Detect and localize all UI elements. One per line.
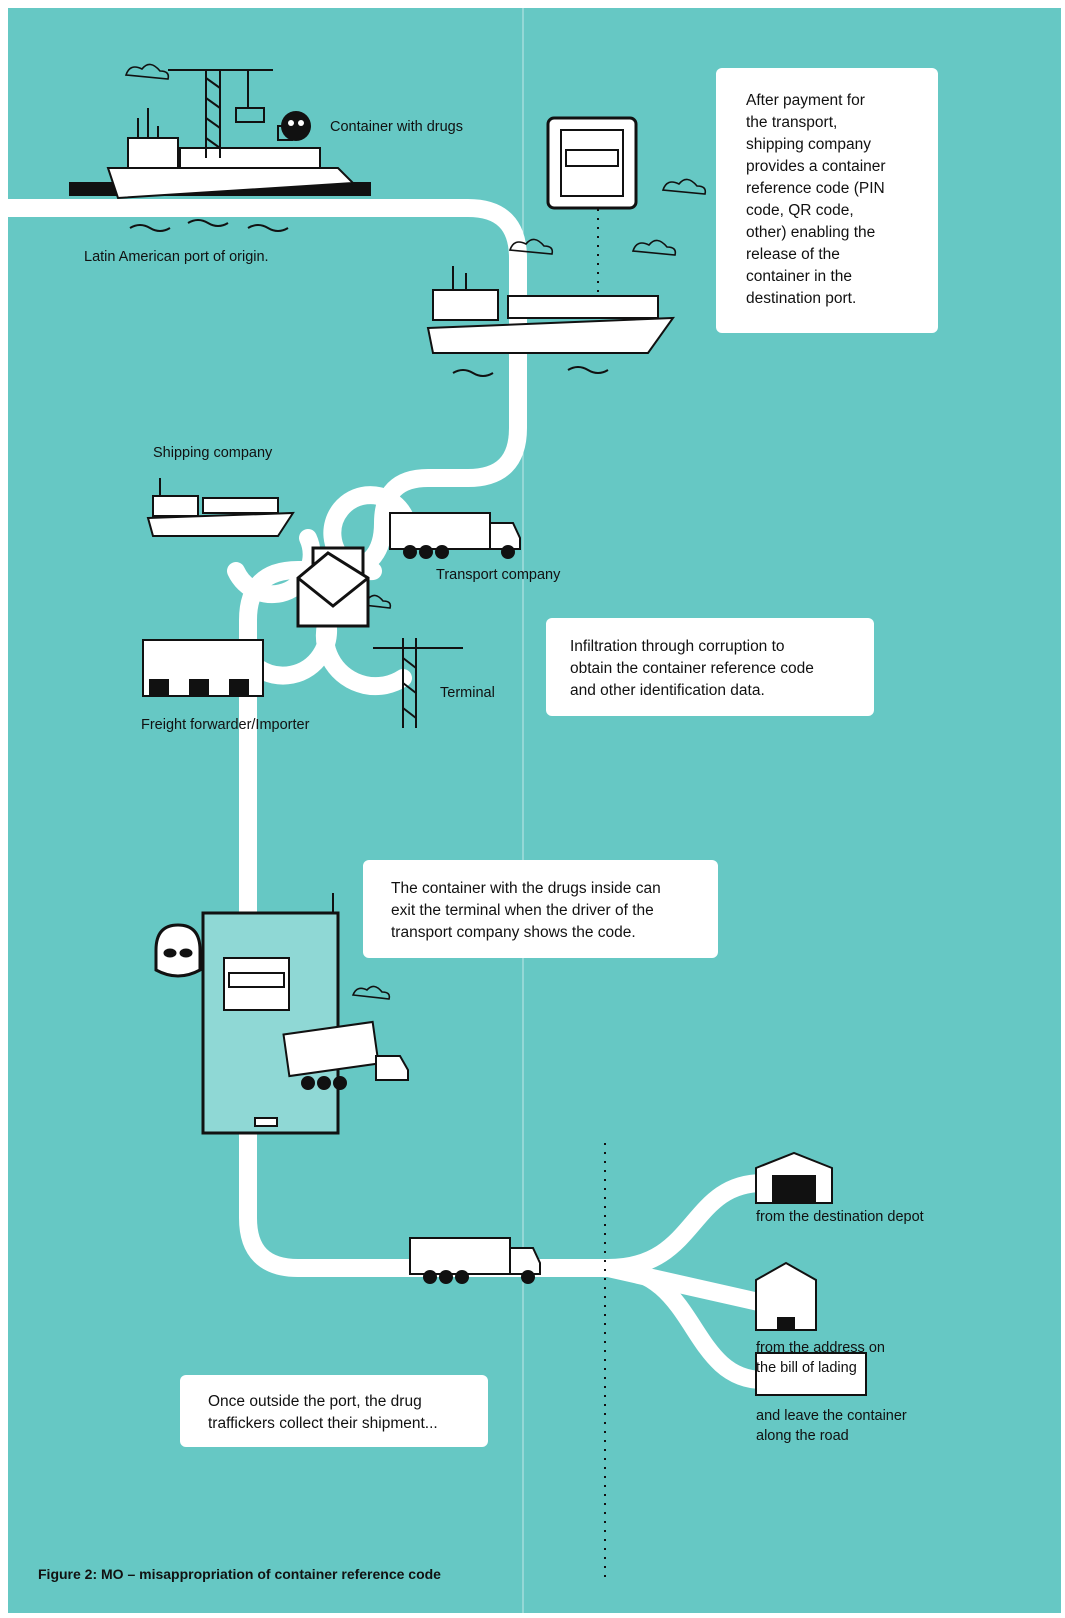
label-bill-of-lading-line: from the address on [756,1340,885,1356]
shipping-company-ship-icon [146,478,295,537]
bottom-truck-icon [409,1237,541,1284]
cloud-icon [351,985,391,1000]
label-bill-of-lading: from the address on the bill of lading [756,1338,885,1378]
info-box-line: obtain the container reference code [570,660,814,677]
terminal-crane-icon [373,638,463,728]
info-box-line: the transport, [746,114,838,131]
label-transport-company: Transport company [436,567,561,583]
cloud-icon [631,239,677,256]
info-box-line: container in the [746,268,852,285]
label-along-road-line: and leave the container [756,1408,907,1424]
label-shipping-company: Shipping company [153,445,273,461]
label-freight-forwarder: Freight forwarder/Importer [141,717,310,733]
cargo-ship-icon [426,266,676,377]
label-port-of-origin: Latin American port of origin. [84,249,269,265]
info-box-line: provides a container [746,158,886,175]
transport-truck-icon [389,512,521,559]
info-box-line: shipping company [746,136,871,153]
building-icon [755,1261,817,1331]
info-box-line: traffickers collect their shipment... [208,1415,438,1432]
container-icon [755,1352,867,1396]
info-box-infiltration: Infiltration through corruption to obtai… [546,618,874,716]
info-box-line: destination port. [746,290,857,307]
info-box-line: release of the [746,246,840,263]
info-box-line: exit the terminal when the driver of the [391,902,654,919]
diagram-panel: Container with drugs Latin American port… [8,8,1061,1613]
info-box-line: After payment for [746,92,865,109]
info-box-line: Once outside the port, the drug [208,1393,422,1410]
label-destination-depot: from the destination depot [756,1209,924,1225]
lifted-container-icon [282,1020,409,1090]
road-network [8,199,772,1389]
info-box-line: Infiltration through corruption to [570,638,785,655]
phone-icon [201,911,340,1135]
label-along-road-line: along the road [756,1428,849,1444]
cloud-icon [124,63,170,80]
info-box-line: and other identification data. [570,682,765,699]
cloud-icon [508,238,554,255]
envelope-icon [296,546,370,628]
info-box-payment: After payment for the transport, shippin… [716,68,938,333]
label-terminal: Terminal [440,685,495,701]
info-box-line: code, QR code, [746,202,854,219]
balaclava-icon [154,923,202,978]
info-box-line: reference code (PIN [746,180,885,197]
info-box-outside: Once outside the port, the drug traffick… [180,1375,488,1447]
skull-icon [281,111,311,141]
figure-caption: Figure 2: MO – misappropriation of conta… [38,1566,441,1582]
label-along-road: and leave the container along the road [756,1406,907,1446]
crane-icon [168,69,293,158]
label-container-with-drugs: Container with drugs [330,119,463,135]
info-box-line: The container with the drugs inside can [391,880,661,897]
info-box-line: other) enabling the [746,224,876,241]
warehouse-icon [142,639,264,697]
diagram-artwork [8,8,867,1613]
cloud-icon [661,178,707,195]
depot-icon [755,1151,833,1204]
tablet-icon [546,116,638,210]
info-box-exit: The container with the drugs inside can … [363,860,718,958]
info-box-line: transport company shows the code. [391,924,636,941]
label-bill-of-lading-line: the bill of lading [756,1360,857,1376]
origin-ship-icon [69,108,371,232]
